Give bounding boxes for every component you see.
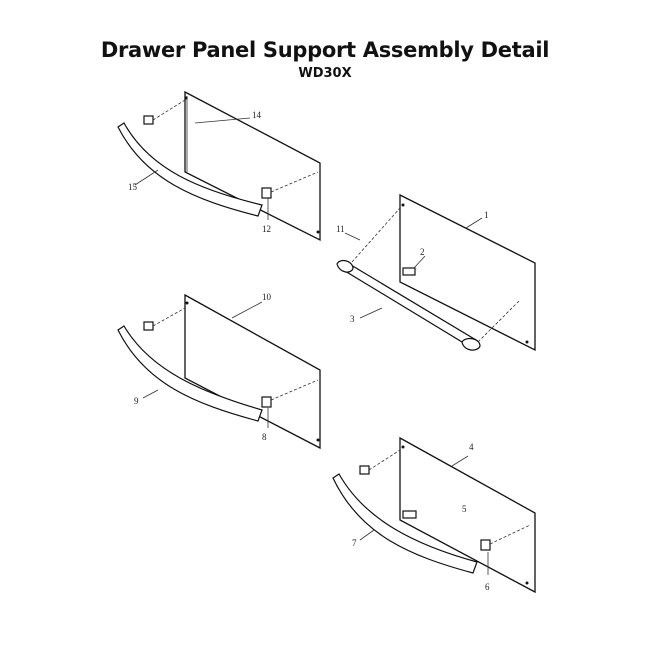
bracket-a-left bbox=[143, 115, 154, 125]
model-number: WD30X bbox=[298, 66, 352, 81]
callout-5: 5 bbox=[462, 504, 467, 514]
bracket-b bbox=[402, 267, 416, 276]
bracket-c-right bbox=[261, 396, 272, 408]
callout-4: 4 bbox=[469, 442, 474, 452]
assembly-top-left: 14 15 12 bbox=[117, 90, 321, 242]
assembly-right-bottom: 4 5 7 6 bbox=[332, 436, 536, 594]
drawer-panel-d bbox=[399, 436, 536, 594]
rod-end-right bbox=[461, 337, 481, 351]
callout-11: 11 bbox=[336, 224, 345, 234]
callout-3: 3 bbox=[350, 314, 355, 324]
drawer-handle-c bbox=[117, 325, 263, 422]
bracket-d-left bbox=[359, 465, 370, 475]
callout-12: 12 bbox=[262, 224, 271, 234]
callout-9: 9 bbox=[134, 396, 139, 406]
callout-1: 1 bbox=[484, 210, 489, 220]
bracket-d-right bbox=[480, 539, 491, 551]
callout-6: 6 bbox=[485, 582, 490, 592]
assembly-left-lower: 10 9 8 bbox=[117, 292, 321, 450]
drawer-panel-b bbox=[399, 193, 536, 352]
bracket-a-right bbox=[261, 187, 272, 199]
rod-end-left bbox=[336, 259, 354, 273]
bracket-c-left bbox=[143, 321, 154, 331]
drawer-handle-d bbox=[332, 473, 478, 574]
drawer-panel-a bbox=[184, 90, 321, 242]
bracket-d-center bbox=[402, 510, 417, 519]
callout-14: 14 bbox=[252, 110, 262, 120]
drawer-handle-a bbox=[117, 122, 263, 217]
callout-7: 7 bbox=[352, 538, 357, 548]
callout-15: 15 bbox=[128, 182, 138, 192]
assembly-right-middle: 1 2 11 3 bbox=[336, 193, 536, 352]
callout-10: 10 bbox=[262, 292, 272, 302]
callout-8: 8 bbox=[262, 432, 267, 442]
diagram-title: Drawer Panel Support Assembly Detail bbox=[100, 38, 550, 62]
drawer-panel-c bbox=[184, 293, 321, 450]
callout-2: 2 bbox=[420, 247, 425, 257]
